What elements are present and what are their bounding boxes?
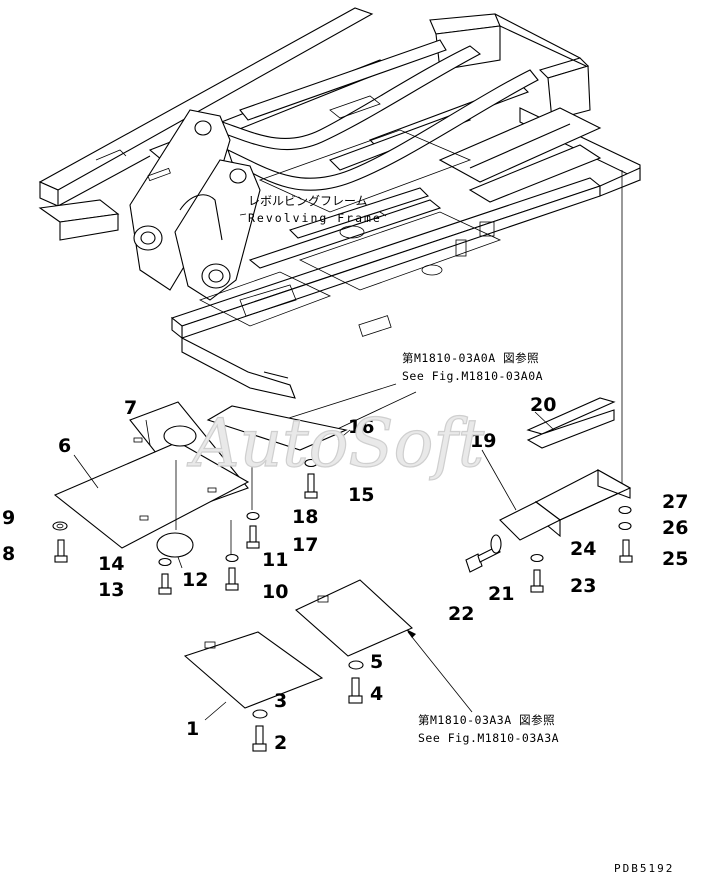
- part-number: 21: [488, 583, 514, 605]
- part-number: 20: [530, 394, 556, 416]
- ref-1-en: See Fig.M1810-03A0A: [402, 369, 543, 383]
- part-number: 17: [292, 534, 318, 556]
- part-number: 23: [570, 575, 596, 597]
- part-number: 4: [370, 683, 383, 705]
- part-number: 27: [662, 491, 688, 513]
- part-number: 11: [262, 549, 288, 571]
- part-number: 6: [58, 435, 71, 457]
- watermark: AutoSoft: [186, 405, 485, 482]
- revolving-frame-drawing: [38, 7, 641, 488]
- part-number: 5: [370, 651, 383, 673]
- part-number: 12: [182, 569, 208, 591]
- part-number: 22: [448, 603, 474, 625]
- part-number: 7: [124, 397, 137, 419]
- part-number: 26: [662, 517, 688, 539]
- part-number: 18: [292, 506, 318, 528]
- part-number: 10: [262, 581, 288, 603]
- ref-1-jp: 第M1810-03A0A 図参照: [402, 351, 539, 365]
- part-number: 25: [662, 548, 688, 570]
- part-number: 8: [2, 543, 15, 565]
- ref-2-jp: 第M1810-03A3A 図参照: [418, 713, 555, 727]
- covers-hardware: [53, 397, 632, 709]
- part-number: 1: [186, 718, 199, 740]
- part-number: 16: [348, 416, 374, 438]
- frame-label-en: Revolving Frame: [248, 211, 382, 225]
- frame-label-jp: レボルビングフレーム: [248, 194, 368, 208]
- part-number: 24: [570, 538, 596, 560]
- part-number-labels: 1 2 3 4 5 6 7 8 9 10 11 12 13 14 15 16 1…: [2, 394, 688, 754]
- part-number: 9: [2, 507, 15, 529]
- part-number: 14: [98, 553, 124, 575]
- part-number: 13: [98, 579, 124, 601]
- part-number: 3: [274, 690, 287, 712]
- drawing-code: PDB5192: [614, 862, 674, 875]
- part-number: 19: [470, 430, 496, 452]
- bolts-washers: [52, 458, 633, 752]
- leader-lines: [73, 411, 555, 721]
- part-number: 15: [348, 484, 374, 506]
- part-number: 2: [274, 732, 287, 754]
- ref-2-en: See Fig.M1810-03A3A: [418, 731, 559, 745]
